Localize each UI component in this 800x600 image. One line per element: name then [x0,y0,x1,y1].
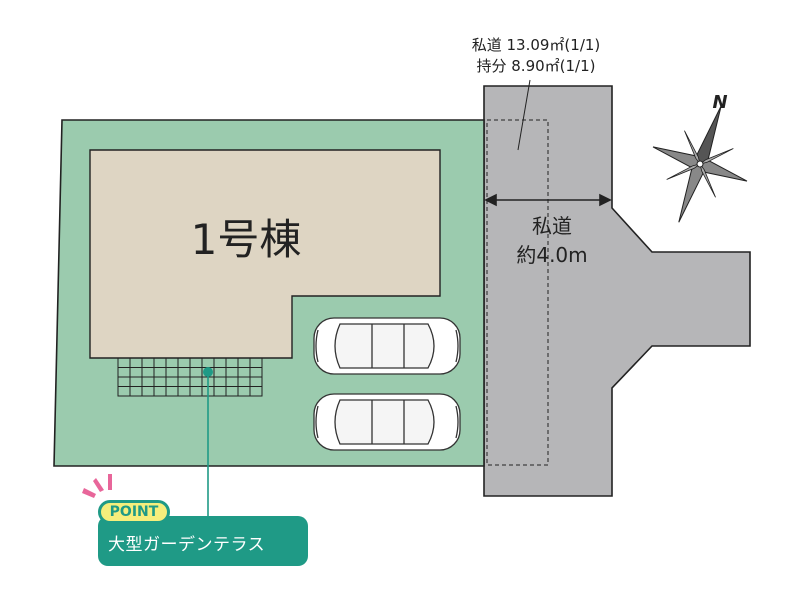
road-label-name: 私道 [532,214,572,238]
garden-terrace-grid [117,357,263,397]
point-marker-dot [203,367,213,377]
point-callout-text: 大型ガーデンテラス [108,535,266,555]
point-callout: 大型ガーデンテラス [98,516,308,566]
building-label: 1号棟 [191,215,302,264]
north-label: N [712,92,727,113]
private-road-area-line1: 私道 13.09㎡(1/1) [472,36,601,54]
point-badge: POINT [98,500,170,524]
parked-car-1 [313,317,461,375]
private-road-area-line2: 持分 8.90㎡(1/1) [476,57,595,75]
private-road-boundary [486,119,549,466]
road-width-arrow [484,193,612,207]
point-badge-label: POINT [109,504,159,520]
private-road-leader-line [517,79,531,151]
road-label-width: 約4.0m [516,243,587,267]
building-footprint [89,149,441,359]
attention-marks-icon [82,474,112,498]
north-compass-icon [652,105,748,223]
parked-car-2 [313,393,461,451]
road [483,85,751,497]
